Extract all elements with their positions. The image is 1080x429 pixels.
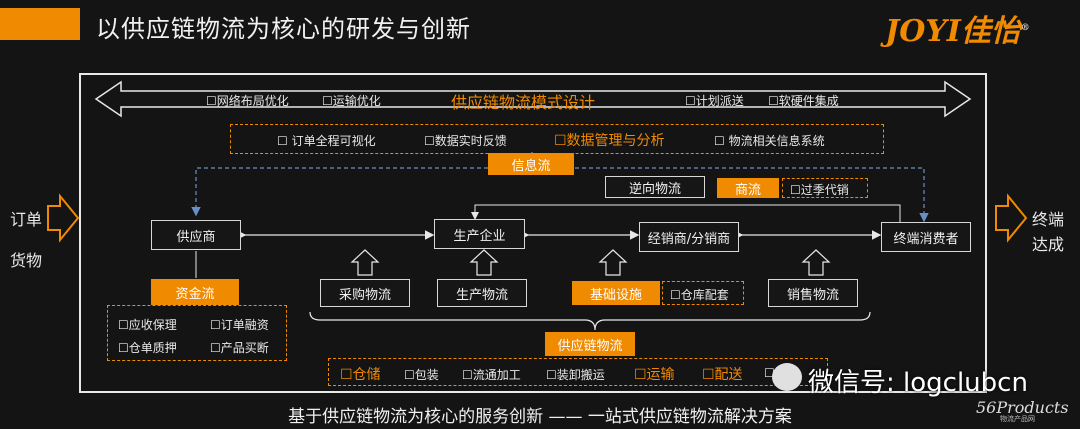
order-visibility-item: ☐ 订单全程可视化 — [277, 134, 376, 148]
partial-item: ☐ — [764, 366, 775, 380]
logistics-brace — [309, 311, 871, 331]
order-financing-item: ☐订单融资 — [210, 318, 269, 332]
info-system-item: ☐ 物流相关信息系统 — [714, 134, 825, 148]
scheduled-delivery-item: ☐计划派送 — [685, 94, 744, 108]
commerce-flow-badge: 商流 — [717, 178, 779, 198]
design-band-arrow — [94, 80, 972, 118]
finance-frame — [107, 305, 287, 361]
sales-up-arrow — [801, 249, 831, 276]
footer-caption: 基于供应链物流为核心的服务创新 —— 一站式供应链物流解决方案 — [288, 407, 792, 427]
production-logistics-box: 生产物流 — [437, 279, 527, 307]
transport-optimization-item: ☐运输优化 — [322, 94, 381, 108]
handling-item: ☐装卸搬运 — [546, 368, 605, 382]
network-layout-item: ☐网络布局优化 — [206, 94, 289, 108]
title-accent-bar — [0, 8, 80, 40]
off-season-frame — [782, 178, 868, 198]
supply-chain-logistics-badge: 供应链物流 — [545, 332, 635, 356]
terminal-label: 终端 — [1032, 210, 1065, 229]
procurement-up-arrow — [350, 249, 380, 276]
joyi-logo: JOYI佳怡® — [885, 14, 1030, 49]
data-management-item: ☐数据管理与分析 — [554, 133, 665, 149]
off-season-item: ☐过季代销 — [790, 183, 849, 197]
services-frame — [328, 358, 828, 386]
hardware-integration-item: ☐软硬件集成 — [768, 94, 839, 108]
production-up-arrow — [469, 249, 499, 276]
distributor-node: 经销商/分销商 — [639, 222, 739, 252]
warehouse-pledge-item: ☐仓单质押 — [118, 341, 177, 355]
info-flow-badge: 信息流 — [488, 153, 574, 175]
left-input-arrow — [47, 193, 80, 243]
product-buyout-item: ☐产品买断 — [210, 341, 269, 355]
receivables-factoring-item: ☐应收保理 — [118, 318, 177, 332]
info-flow-line-left — [191, 167, 488, 217]
warehouse-config-item: ☐仓库配套 — [670, 288, 729, 302]
wechat-watermark: 微信号: logclubcn — [808, 368, 1028, 398]
realtime-feedback-item: ☐数据实时反馈 — [424, 134, 507, 148]
wechat-icon — [772, 363, 802, 391]
order-label: 订单 — [10, 210, 43, 229]
goods-label: 货物 — [10, 251, 43, 270]
achieved-label: 达成 — [1032, 235, 1065, 254]
sales-logistics-box: 销售物流 — [768, 279, 858, 307]
diagram-frame — [79, 73, 987, 393]
delivery-item: ☐配送 — [702, 367, 743, 383]
transport-item: ☐运输 — [634, 367, 675, 383]
capital-flow-badge: 资金流 — [151, 279, 239, 305]
procurement-logistics-box: 采购物流 — [320, 279, 410, 307]
packaging-item: ☐包装 — [404, 368, 439, 382]
warehousing-item: ☐仓储 — [340, 367, 381, 383]
producer-node: 生产企业 — [434, 219, 525, 249]
right-output-arrow — [995, 193, 1028, 243]
infrastructure-badge: 基础设施 — [572, 281, 660, 305]
page-title: 以供应链物流为核心的研发与创新 — [96, 15, 471, 43]
infrastructure-up-arrow — [598, 249, 628, 276]
reverse-logistics-box: 逆向物流 — [605, 176, 705, 198]
design-band-title: 供应链物流模式设计 — [451, 93, 596, 112]
consumer-node: 终端消费者 — [881, 222, 971, 252]
supplier-node: 供应商 — [151, 220, 241, 250]
processing-item: ☐流通加工 — [462, 368, 521, 382]
warehouse-config-frame — [662, 281, 744, 305]
reverse-logistics-line — [471, 204, 901, 222]
